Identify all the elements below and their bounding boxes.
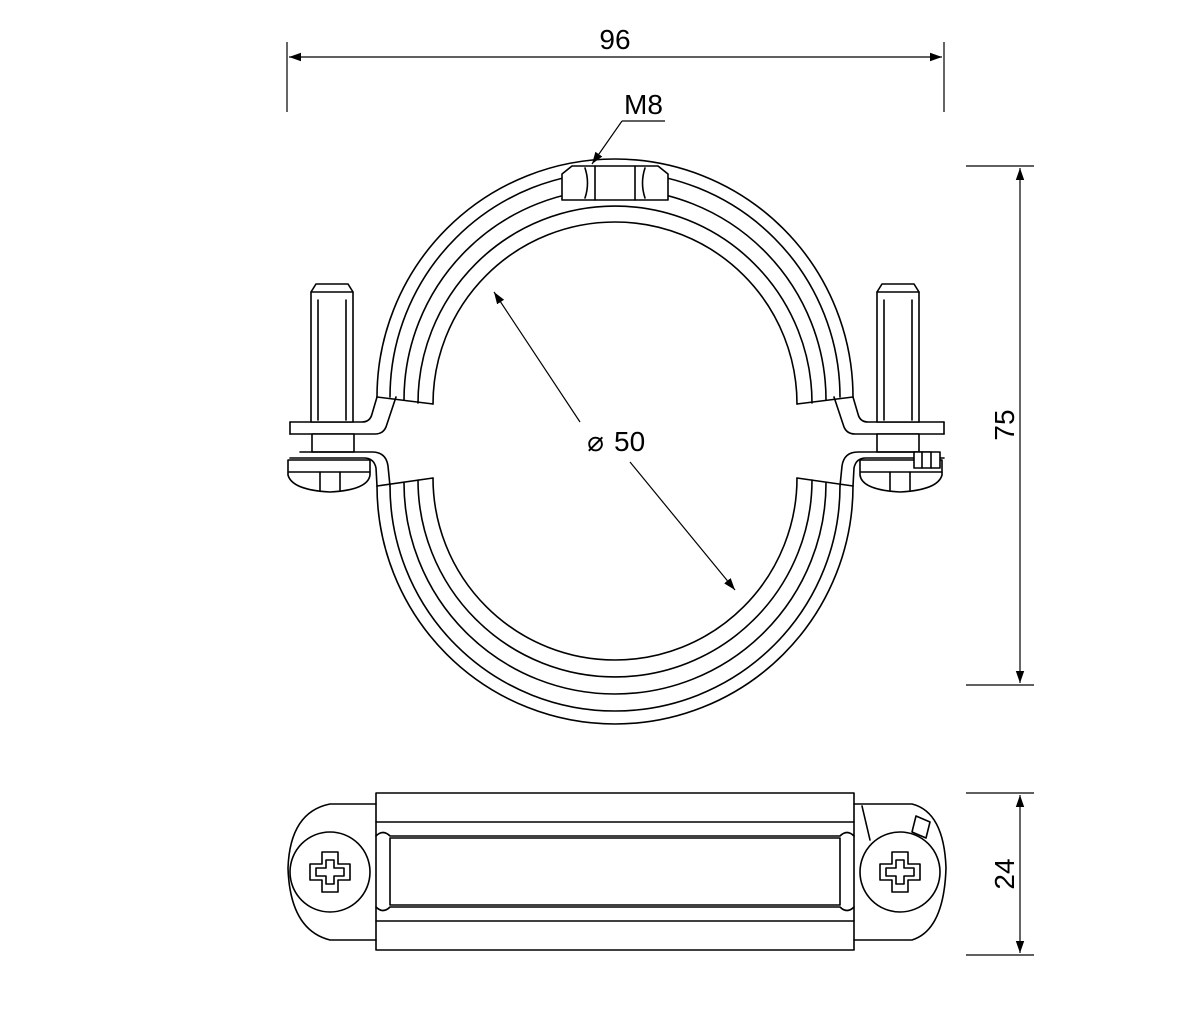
- dimension-overall-height: 75: [966, 165, 1034, 686]
- left-bolt-assembly: [287, 283, 397, 493]
- band-width-label: 24: [989, 858, 1020, 889]
- overall-height-label: 75: [989, 409, 1020, 440]
- side-view: [287, 792, 947, 951]
- dimension-thread: M8: [591, 89, 665, 165]
- dimension-band-width: 24: [966, 792, 1034, 956]
- overall-width-label: 96: [599, 24, 630, 55]
- hex-nut-m8: [561, 165, 669, 201]
- band-body: [375, 792, 855, 951]
- right-phillips-screw-icon: [859, 831, 941, 913]
- front-view: [287, 158, 945, 725]
- right-tab-outline: [853, 803, 947, 941]
- dimension-inner-diameter: ⌀ 50: [493, 291, 736, 591]
- thread-label: M8: [624, 89, 663, 120]
- dimension-overall-width: 96: [286, 24, 945, 112]
- left-tab-outline: [287, 803, 377, 941]
- inner-diameter-label: 50: [614, 426, 645, 457]
- left-phillips-screw-icon: [289, 831, 371, 913]
- right-bolt-assembly: [833, 283, 945, 493]
- inner-diameter-symbol: ⌀: [587, 426, 604, 457]
- lower-clamp-half: [376, 477, 854, 725]
